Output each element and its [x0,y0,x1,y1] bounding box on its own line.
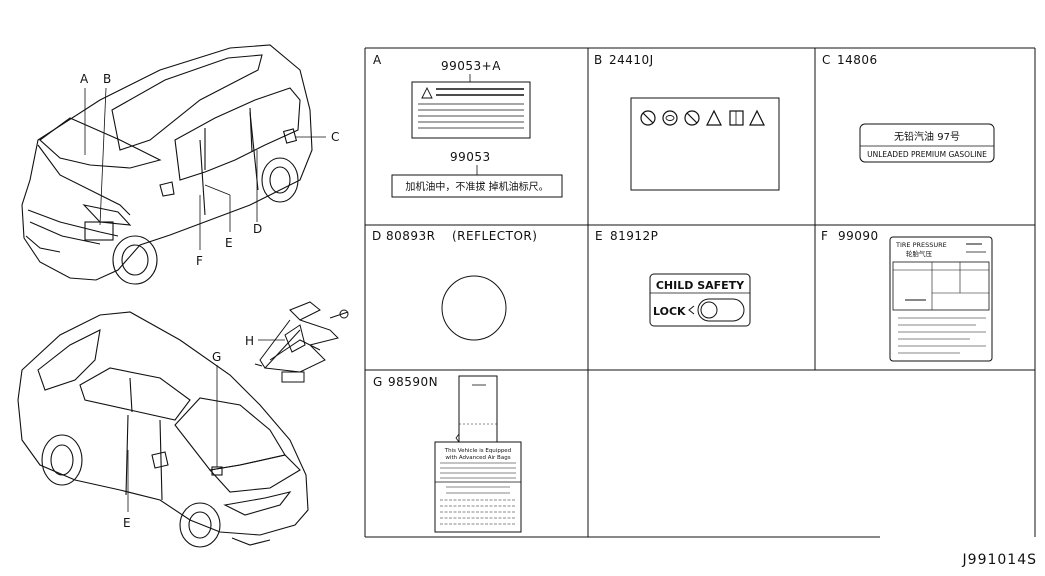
cell-d-reflector [441,275,507,341]
keep-children-away-icon [684,110,700,126]
cell-a-warning-label [411,81,531,139]
lock-switch-icon [697,298,745,322]
cell-b-battery-warning-label [630,97,780,191]
cell-e-code: 81912P [610,229,658,243]
cell-d-code: 80893R [386,229,436,243]
lock-arrow-icon [688,305,695,315]
cell-g-letter: G [373,375,383,389]
jack-illustration [254,301,349,383]
cell-a-oil-label [391,174,563,198]
read-manual-icon [729,110,744,126]
callout-label: G [212,350,221,364]
cell-a-oil-label-text: 加机油中，不准拔 掉机油标尺。 [405,180,548,193]
cell-e-label-lock: LOCK [653,305,686,318]
cell-f-letter: F [821,229,828,243]
eye-protection-icon [662,110,678,126]
callout-label: B [103,72,111,86]
callout-label: A [80,72,89,86]
cell-e-label-top: CHILD SAFETY [656,279,745,292]
callout-label: F [196,254,203,268]
cell-g-label-line2: with Advanced Air Bags [445,455,510,461]
no-smoking-icon [640,110,656,126]
cell-a-letter: A [373,53,382,67]
cell-f-label-line2: 轮胎气压 [906,249,933,258]
callout-label: E [225,236,233,250]
cell-c-fuel-label-line2: UNLEADED PREMIUM GASOLINE [867,150,987,159]
cell-f-code: 99090 [838,229,879,243]
cell-c-letter: C [822,53,831,67]
van-top-illustration [21,44,313,285]
corrosive-warning-icon [706,109,722,126]
callout-label: C [331,130,339,144]
cell-f-tire-label: TIRE PRESSURE 轮胎气压 [889,236,993,362]
cell-a-part-bottom: 99053 [450,150,491,164]
cell-c-fuel-label-line1: 无铅汽油 97号 [894,130,960,143]
cell-b-code: 24410J [609,53,654,67]
cell-f-label-line1: TIRE PRESSURE [895,241,947,249]
callout-lines-bottom [127,365,218,512]
callout-label: H [245,334,254,348]
callout-label: D [253,222,262,236]
cell-g-label-line1: This Vehicle is Equipped [444,448,511,454]
cell-d-letter: D [372,229,382,243]
cell-g-code: 98590N [388,375,438,389]
explosive-warning-icon [749,109,765,126]
cell-g-airbag-label: This Vehicle is Equipped with Advanced A… [434,375,522,533]
van-bottom-illustration [17,311,309,548]
cell-c-fuel-label: 无铅汽油 97号 UNLEADED PREMIUM GASOLINE [859,123,995,163]
callout-label: E [123,516,131,530]
cell-b-letter: B [594,53,603,67]
cell-c-code: 14806 [837,53,878,67]
label-grid [364,47,1036,538]
diagram-code: J991014S [962,552,1037,568]
cell-e-child-safety-label: CHILD SAFETY LOCK [649,273,751,327]
cell-d-suffix: (REFLECTOR) [452,229,537,243]
callout-lines-top [84,87,326,250]
cell-e-letter: E [595,229,603,243]
cell-a-part-top: 99053+A [441,59,501,73]
